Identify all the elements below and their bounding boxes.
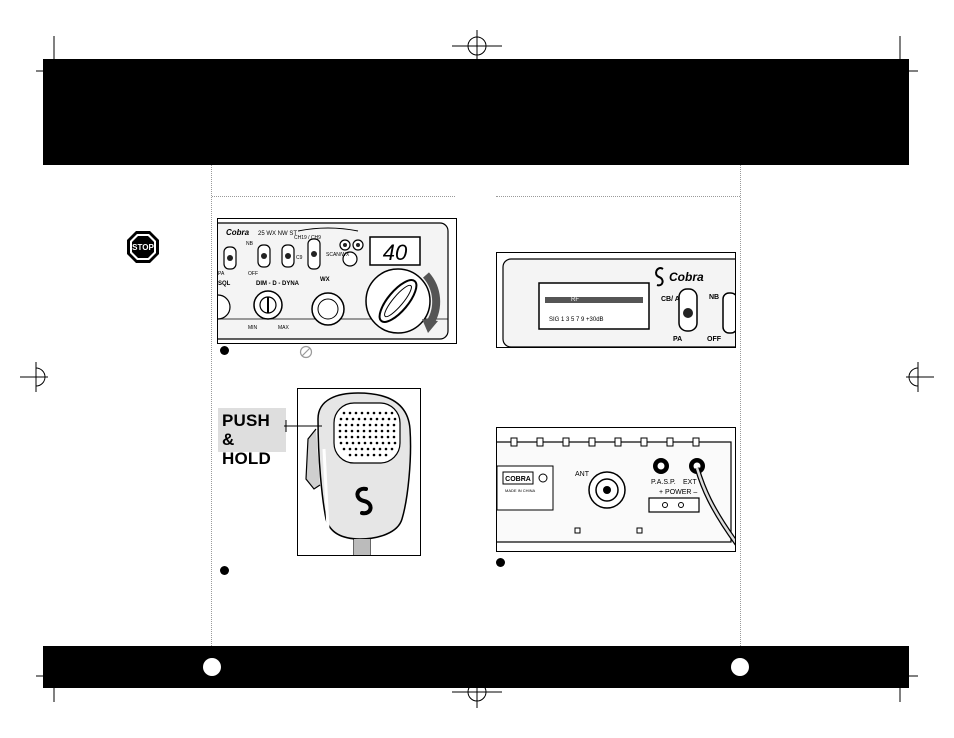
channel-display: 40 xyxy=(383,240,408,265)
section-rule-right xyxy=(496,196,740,197)
label-dim-dyna: DIM - D - DYNA xyxy=(256,281,300,287)
rear-ant-label: ANT xyxy=(575,471,590,478)
push-hold-callout: PUSH & HOLD xyxy=(218,408,286,468)
section-rule-left xyxy=(212,196,455,197)
label-sql: SQL xyxy=(218,281,231,287)
page-number-marker-left xyxy=(203,658,221,676)
meter-nb: NB xyxy=(709,294,719,301)
meter-brand: Cobra xyxy=(669,270,704,284)
meter-cb-anl: CB/ ANL xyxy=(661,296,690,303)
header-band xyxy=(43,59,909,165)
stop-sign-icon: STOP xyxy=(127,231,159,263)
bullet-rear-panel xyxy=(496,558,505,567)
label-wx: WX xyxy=(320,277,330,283)
microphone-grille xyxy=(338,411,397,457)
label-ch19: CH19 / CH9 xyxy=(294,235,321,241)
panel-model: 25 WX NW ST xyxy=(258,231,297,237)
bullet-front-panel xyxy=(220,346,229,355)
figure-microphone xyxy=(297,388,421,556)
callout-line-2: HOLD xyxy=(222,449,271,468)
stop-sign-label: STOP xyxy=(132,243,154,252)
rear-ext-label: EXT xyxy=(683,479,697,486)
meter-pa: PA xyxy=(673,336,682,343)
column-guide-left xyxy=(211,165,212,646)
meter-scale: SIG 1 3 5 7 9 +30dB xyxy=(549,317,604,323)
label-nb: NB xyxy=(246,241,254,247)
label-pa: PA xyxy=(218,271,225,277)
callout-leader-line xyxy=(284,420,322,432)
callout-line-1: PUSH & xyxy=(222,411,271,449)
label-max: MAX xyxy=(278,325,290,331)
rear-sticker-made-in: MADE IN CHINA xyxy=(505,488,536,493)
rear-power-label: + POWER – xyxy=(659,489,697,496)
meter-rf-label: RF xyxy=(571,297,579,303)
column-guide-right xyxy=(740,165,741,646)
meter-off: OFF xyxy=(707,336,722,343)
figure-front-panel: Cobra 25 WX NW ST PA NB OFF CH19 / CH9 C… xyxy=(217,218,457,344)
footer-band xyxy=(43,646,909,688)
label-wx-scan: SCAN/WX xyxy=(326,252,350,258)
label-c9: C9 xyxy=(296,255,303,261)
figure-rear-panel: COBRA MADE IN CHINA ANT P.A.S.P. EXT + P… xyxy=(496,427,736,552)
rear-pa-sp-label: P.A.S.P. xyxy=(651,479,676,486)
label-min: MIN xyxy=(248,325,258,331)
panel-brand: Cobra xyxy=(226,228,250,237)
label-off: OFF xyxy=(248,271,258,277)
bullet-microphone xyxy=(220,566,229,575)
figure-meter: Cobra RF SIG 1 3 5 7 9 +30dB CB/ ANL PA … xyxy=(496,252,736,348)
page-number-marker-right xyxy=(731,658,749,676)
rear-sticker-brand: COBRA xyxy=(505,476,531,483)
cobra-logo-icon xyxy=(355,486,373,516)
no-symbol-icon xyxy=(299,345,313,359)
